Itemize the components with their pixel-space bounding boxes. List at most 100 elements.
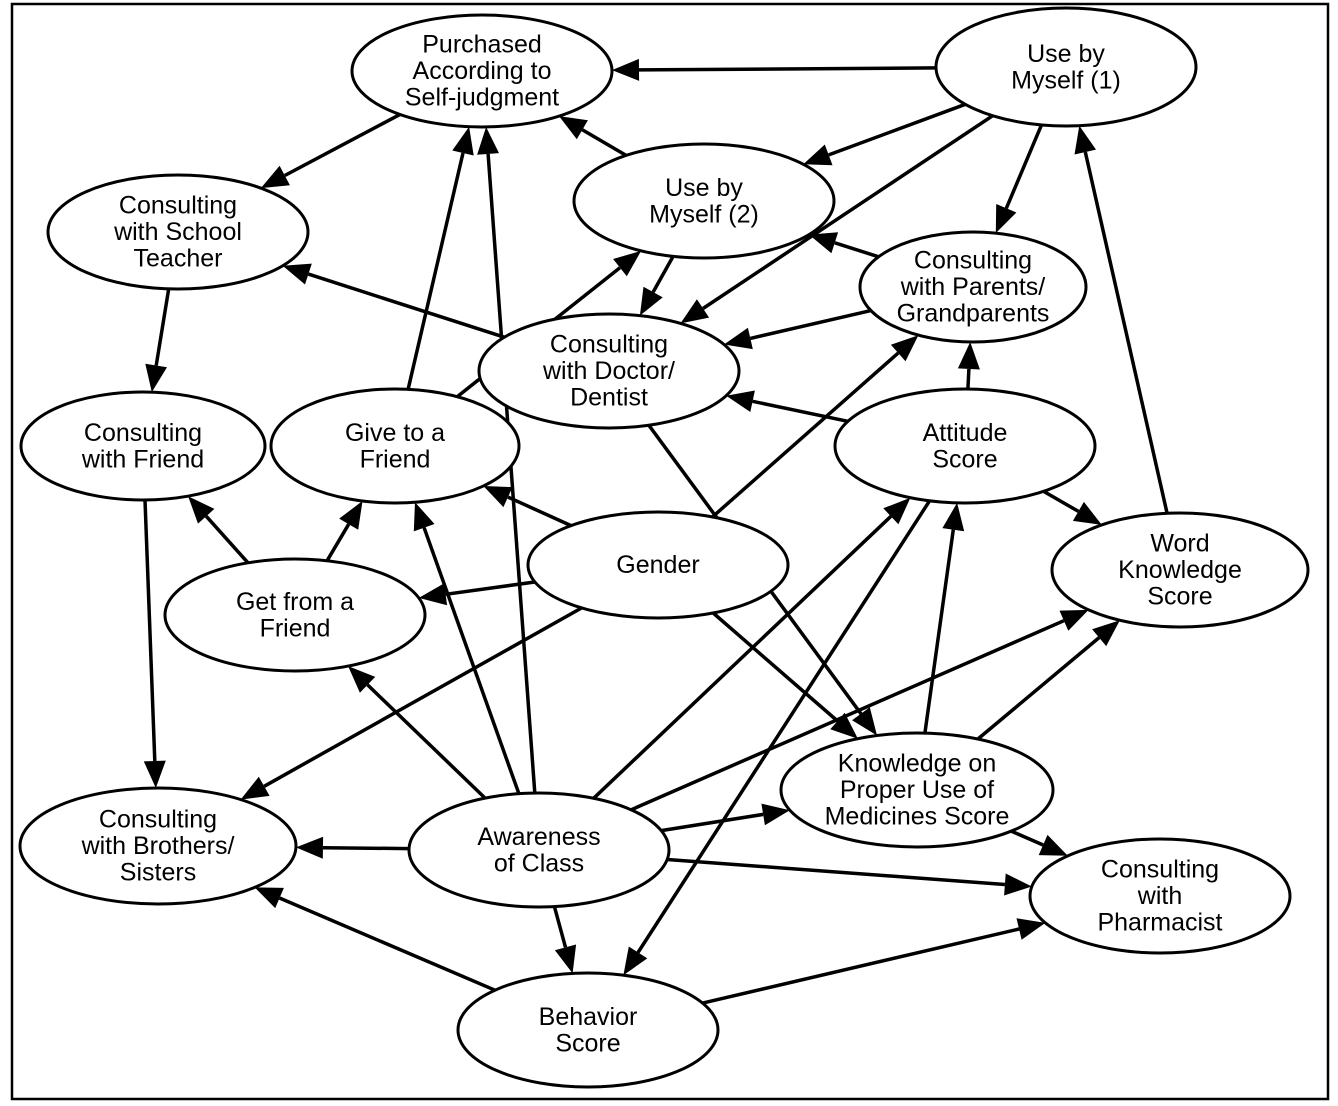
node-label-line: Teacher (134, 245, 223, 273)
edge-friend-to-siblings (143, 499, 166, 788)
edge-line (283, 112, 401, 178)
arrowhead (1016, 918, 1046, 940)
arrowhead (1038, 834, 1068, 856)
node-label-line: with Doctor/ (542, 357, 675, 385)
edge-line (702, 927, 1020, 1005)
arrowhead (1092, 620, 1120, 647)
node-label-line: Word (1150, 530, 1209, 558)
edge-doctor-to-school_teacher (282, 263, 505, 339)
arrowhead (830, 712, 858, 739)
edge-awareness-to-get_friend (348, 666, 487, 800)
edge-attitude-to-word_knowledge (1042, 489, 1102, 525)
node-label-line: Score (1147, 583, 1212, 611)
arrowhead (296, 836, 324, 859)
node-label-line: Consulting (84, 419, 202, 447)
arrowhead (761, 803, 790, 826)
node-ellipse (572, 142, 836, 260)
arrowhead (890, 335, 919, 362)
edge-awareness-to-pharmacist (667, 857, 1032, 896)
arrowhead (995, 204, 1017, 234)
edge-line (660, 812, 764, 833)
arrowhead (339, 501, 363, 530)
node-ellipse (526, 510, 790, 620)
node-label-line: Behavior (539, 1003, 638, 1031)
node-ellipse (18, 786, 298, 906)
edge-awareness-to-give_friend (413, 502, 521, 795)
node-label-line: Consulting (1101, 856, 1219, 884)
edge-line (976, 636, 1101, 741)
edge-line (406, 152, 465, 390)
arrowhead (240, 776, 270, 800)
edge-get_friend-to-friend (188, 496, 250, 564)
arrowhead (1072, 501, 1102, 525)
edge-school_teacher-to-friend (145, 288, 171, 393)
node-label-line: Score (555, 1029, 620, 1057)
node-label-line: with Parents/ (900, 273, 1046, 301)
edge-awareness-to-behavior (552, 906, 577, 974)
edge-line (711, 351, 900, 519)
node-ellipse (858, 230, 1088, 344)
edge-awareness-to-attitude (592, 497, 911, 800)
edge-line (143, 499, 157, 762)
edge-parents-to-use2 (809, 232, 880, 259)
node-label-line: with (1137, 882, 1182, 910)
node-label-line: Proper Use of (840, 776, 994, 804)
node-label-line: Pharmacist (1097, 909, 1222, 937)
edge-line (552, 906, 568, 948)
edge-line (630, 619, 1065, 812)
edge-gender-to-siblings (240, 606, 583, 800)
node-label-line: Sisters (120, 859, 196, 887)
edge-get_friend-to-give_friend (325, 501, 363, 562)
node-label-line: Consulting (99, 806, 217, 834)
edge-awareness-to-word_knowledge (630, 609, 1089, 812)
node-label-line: Medicines Score (825, 803, 1010, 831)
edge-use1-to-use2 (803, 102, 966, 166)
node-label-line: Purchased (422, 31, 542, 59)
edge-line (366, 683, 487, 800)
arrowhead (1004, 873, 1032, 896)
edge-line (834, 241, 880, 259)
arrowhead (942, 502, 965, 532)
edge-purchased-to-school_teacher (260, 112, 401, 189)
node-ellipse (407, 791, 671, 909)
node-label-line: Self-judgment (405, 84, 559, 112)
arrowhead (726, 390, 755, 412)
edge-line (966, 368, 971, 390)
node-label-line: Knowledge on (838, 750, 996, 778)
node-ellipse (456, 971, 720, 1089)
edge-line (667, 857, 1006, 887)
node-ellipse (779, 731, 1055, 849)
edge-give_friend-to-purchased (406, 126, 474, 390)
arrowhead (613, 250, 642, 277)
edge-attitude-to-behavior (623, 499, 932, 976)
edge-line (278, 896, 496, 992)
arrowhead (477, 127, 499, 155)
node-label-line: Dentist (570, 384, 648, 412)
edge-line (752, 399, 849, 424)
node-label-line: with Brothers/ (81, 832, 235, 860)
node-label-line: Score (932, 445, 997, 473)
arrowhead (680, 299, 710, 324)
edge-behavior-to-siblings (254, 887, 496, 992)
edge-line (154, 288, 171, 366)
node-label-line: with School (113, 218, 242, 246)
edge-gender-to-give_friend (483, 486, 572, 528)
node-label-line: Consulting (550, 331, 668, 359)
node-ellipse (934, 6, 1198, 128)
node-ellipse (477, 312, 741, 430)
edge-line (581, 128, 627, 157)
edge-line (204, 515, 250, 564)
edge-line (828, 102, 966, 157)
edge-line (749, 308, 872, 341)
node-label-line: with Friend (81, 445, 204, 473)
node-label-line: Awareness (477, 823, 600, 851)
arrowhead (483, 486, 513, 508)
edge-line (702, 114, 994, 310)
